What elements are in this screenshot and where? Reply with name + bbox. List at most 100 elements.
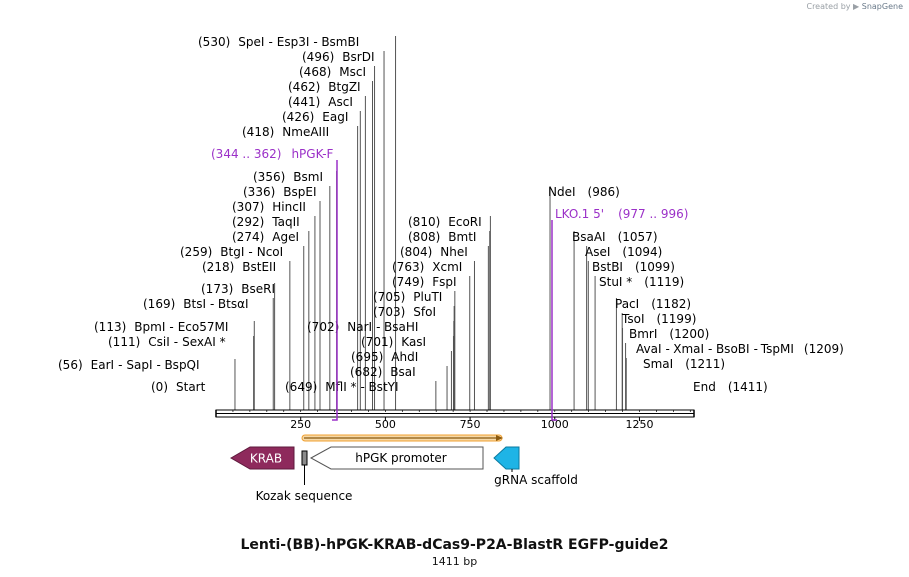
svg-text:(695)AhdI: (695) AhdI xyxy=(351,350,418,364)
site-name: XcmI xyxy=(432,260,462,274)
site-pos: (356) xyxy=(253,170,285,184)
svg-text:(56)EarI-SapI-BspQI: (56)EarI-SapI-BspQI xyxy=(58,358,200,372)
site-name: NmeAIII xyxy=(282,125,329,139)
svg-text:AseI(1094): AseI (1094) xyxy=(585,245,662,259)
site-pos: (1199) xyxy=(656,312,696,326)
site-name: BtgZI xyxy=(328,80,360,94)
site-name: KasI xyxy=(401,335,426,349)
svg-text:(426)EagI: (426)EagI xyxy=(282,110,348,124)
dna-backbone xyxy=(215,409,695,418)
site-pos: (749) xyxy=(392,275,424,289)
site-name: Eco57MI xyxy=(178,320,229,334)
start-text: Start xyxy=(176,380,206,394)
svg-text:(682)BsaI: (682)BsaI xyxy=(350,365,416,379)
site-pos: (1211) xyxy=(685,357,725,371)
end-label: End(1411) xyxy=(693,380,768,394)
site-name: EcoRI xyxy=(448,215,481,229)
site-name: MflI * xyxy=(325,380,356,394)
site-name: SpeI xyxy=(238,35,264,49)
feature-kozak[interactable]: Kozak sequence xyxy=(256,450,353,503)
site-name: SexAI * xyxy=(182,335,225,349)
svg-text:(336)BspEI: (336)BspEI xyxy=(243,185,317,199)
right-site-labels: NdeI(986) LKO.1 5'(977 .. 996) BsaAI(105… xyxy=(548,185,844,394)
site-name: TaqII xyxy=(271,215,299,229)
svg-text:AvaI-XmaI-BsoBI-TspMI(1209): AvaI-XmaI-BsoBI-TspMI(1209) xyxy=(636,342,844,356)
site-pos: (496) xyxy=(302,50,334,64)
svg-text:(804)NheI: (804)NheI xyxy=(400,245,468,259)
site-pos: (418) xyxy=(242,125,274,139)
snapgene-logo-icon: ▶ xyxy=(853,2,860,11)
svg-text:TsoI(1199): TsoI(1199) xyxy=(621,312,696,326)
svg-text:(307)HincII: (307) HincII xyxy=(232,200,306,214)
kozak-label: Kozak sequence xyxy=(256,489,353,503)
orf-bar xyxy=(301,434,503,442)
site-pos: (441) xyxy=(288,95,320,109)
site-pos: (702) xyxy=(307,320,339,334)
site-pos: (173) xyxy=(201,282,233,296)
feature-hpgk-promoter[interactable]: hPGK promoter xyxy=(309,446,484,470)
credit-prefix: Created by xyxy=(806,2,851,11)
site-pos: (1094) xyxy=(622,245,662,259)
ruler-tick-label: 750 xyxy=(460,418,481,431)
page-title: Lenti-(BB)-hPGK-KRAB-dCas9-P2A-BlastR EG… xyxy=(240,537,669,553)
site-name: TspMI xyxy=(760,342,794,356)
svg-text:(468)MscI: (468) MscI xyxy=(299,65,366,79)
site-pos: (1057) xyxy=(618,230,658,244)
site-pos: (705) xyxy=(373,290,405,304)
svg-text:(808)BmtI: (808)BmtI xyxy=(408,230,476,244)
site-pos: (56) xyxy=(58,358,83,372)
site-name: BstYI xyxy=(368,380,398,394)
start-pos: (0) xyxy=(151,380,168,394)
primer-label-lko: LKO.1 5'(977 .. 996) xyxy=(555,207,689,221)
svg-text:(418)NmeAIII: (418) NmeAIII xyxy=(242,125,329,139)
site-pos: (426) xyxy=(282,110,314,124)
site-name: BsaAI xyxy=(572,230,606,244)
credit-brand: SnapGene xyxy=(861,2,903,11)
site-name: HincII xyxy=(272,200,306,214)
site-pos: (292) xyxy=(232,215,264,229)
end-text: End xyxy=(693,380,716,394)
feature-grna-scaffold[interactable]: gRNA scaffold xyxy=(493,446,578,487)
primer-markers xyxy=(332,160,557,421)
svg-text:StuI *(1119): StuI *(1119) xyxy=(599,275,684,289)
site-pos: (1200) xyxy=(669,327,709,341)
svg-text:(259)BtgI-NcoI: (259)BtgI-NcoI xyxy=(180,245,283,259)
site-pos: (468) xyxy=(299,65,331,79)
primer-marker-lko xyxy=(551,220,557,421)
site-pos: (695) xyxy=(351,350,383,364)
site-pos: (810) xyxy=(408,215,440,229)
site-name: BspQI xyxy=(164,358,199,372)
ruler-tick-label: 1250 xyxy=(625,418,653,431)
svg-text:(274)AgeI: (274)AgeI xyxy=(232,230,299,244)
svg-text:(441)AscI: (441)AscI xyxy=(288,95,353,109)
site-name: BstEII xyxy=(242,260,276,274)
site-name: AgeI xyxy=(272,230,299,244)
site-name: AseI xyxy=(585,245,610,259)
site-pos: (701) xyxy=(361,335,393,349)
svg-text:(218)BstEII: (218)BstEII xyxy=(202,260,276,274)
site-name: BsmI xyxy=(293,170,323,184)
site-name: BstBI xyxy=(592,260,623,274)
ruler-tick-label: 500 xyxy=(375,418,396,431)
site-pos: (1099) xyxy=(635,260,675,274)
left-site-labels: (530)SpeI-Esp3I-BsmBI (496)BsrDI (468)Ms… xyxy=(58,35,374,394)
site-name: NarI xyxy=(347,320,372,334)
site-pos: (307) xyxy=(232,200,264,214)
site-pos: (336) xyxy=(243,185,275,199)
site-name: Esp3I xyxy=(277,35,310,49)
svg-text:SmaI(1211): SmaI(1211) xyxy=(643,357,725,371)
site-name: BsrDI xyxy=(342,50,374,64)
site-name: SfoI xyxy=(413,305,436,319)
site-pos: (259) xyxy=(180,245,212,259)
site-name: BsaHI xyxy=(384,320,418,334)
cut-site-lines xyxy=(234,36,627,410)
site-name: BmtI xyxy=(448,230,476,244)
site-name: MscI xyxy=(339,65,366,79)
site-name: AhdI xyxy=(391,350,418,364)
site-pos: (1119) xyxy=(644,275,684,289)
svg-text:(169)BtsI-BtsαI: (169)BtsI-BtsαI xyxy=(143,297,249,311)
site-name: CsiI xyxy=(148,335,170,349)
feature-krab[interactable]: KRAB xyxy=(230,446,295,470)
site-pos: (113) xyxy=(94,320,126,334)
